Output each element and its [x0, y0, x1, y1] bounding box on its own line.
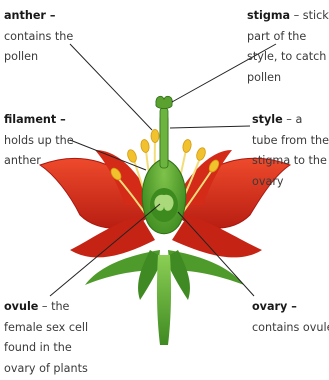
label-stigma-line-2: style, to catch	[247, 50, 326, 63]
label-filament-line-2: anther	[4, 154, 41, 167]
label-stigma-sep: – sticky	[290, 9, 329, 22]
label-filament-sep: –	[56, 113, 66, 126]
label-anther-term: anther	[4, 9, 46, 22]
label-filament-term: filament	[4, 113, 56, 126]
label-style: style – a tube from the stigma to the ov…	[252, 110, 329, 192]
label-ovary-term: ovary	[252, 300, 287, 313]
label-style-term: style	[252, 113, 283, 126]
label-ovary-line-1: contains ovules	[252, 321, 329, 334]
label-stigma-term: stigma	[247, 9, 290, 22]
label-ovule-line-2: found in the	[4, 341, 72, 354]
label-filament: filament – holds up the anther	[4, 110, 74, 172]
label-anther-line-1: contains the	[4, 30, 73, 43]
label-stigma-line-1: part of the	[247, 30, 306, 43]
label-ovule-term: ovule	[4, 300, 38, 313]
label-ovary-sep: –	[287, 300, 297, 313]
label-anther: anther – contains the pollen	[4, 6, 73, 68]
label-style-line-1: tube from the	[252, 134, 329, 147]
label-filament-line-1: holds up the	[4, 134, 74, 147]
label-ovule-line-1: female sex cell	[4, 321, 88, 334]
label-ovule: ovule – the female sex cell found in the…	[4, 297, 88, 379]
label-ovule-sep: – the	[38, 300, 69, 313]
leader-anther	[70, 44, 152, 130]
label-style-sep: – a	[283, 113, 303, 126]
label-style-line-2: stigma to the	[252, 154, 327, 167]
label-stigma: stigma – sticky part of the style, to ca…	[247, 6, 329, 88]
label-style-line-3: ovary	[252, 175, 284, 188]
leader-style	[170, 126, 250, 128]
label-ovary: ovary – contains ovules	[252, 297, 329, 338]
label-stigma-line-3: pollen	[247, 71, 281, 84]
stalk	[157, 255, 171, 345]
stigma	[156, 96, 172, 108]
label-ovule-line-3: ovary of plants	[4, 362, 88, 375]
style-tube	[160, 108, 168, 168]
label-anther-sep: –	[46, 9, 56, 22]
label-anther-line-2: pollen	[4, 50, 38, 63]
